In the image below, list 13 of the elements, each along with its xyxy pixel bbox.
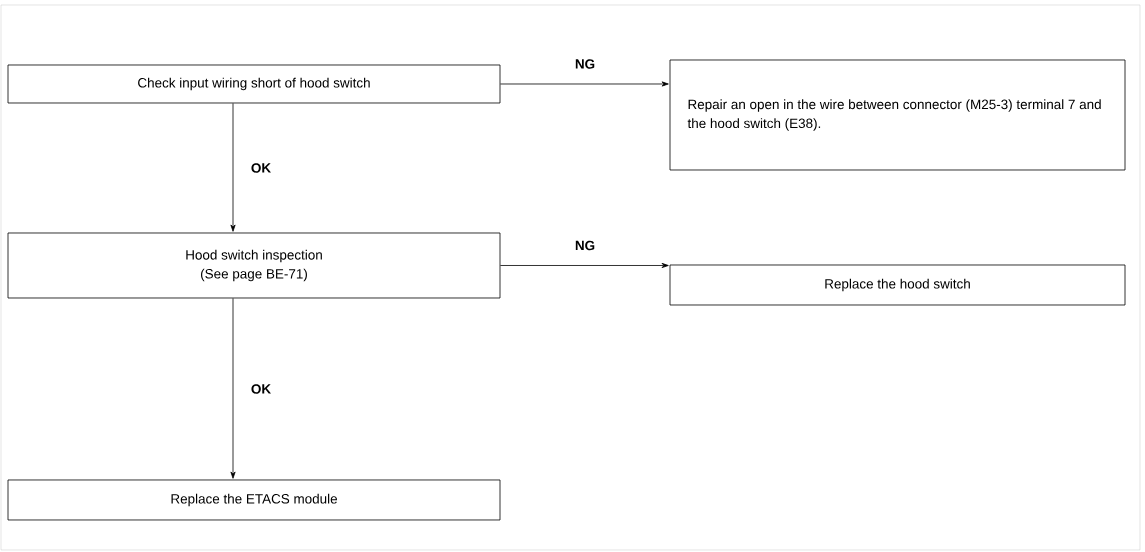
- arrow: [500, 262, 669, 268]
- edge-label: NG: [573, 58, 597, 70]
- edge-label: OK: [249, 383, 273, 395]
- process-box: Replace the hood switch: [669, 264, 1126, 306]
- arrow: [230, 298, 236, 479]
- edge-label: NG: [573, 239, 597, 252]
- process-box: Check input wiring short of hood switch: [7, 64, 501, 104]
- edge-label: OK: [249, 162, 273, 174]
- arrow: [500, 81, 669, 87]
- arrow: [230, 103, 236, 232]
- process-box: Replace the ETACS module: [7, 479, 501, 521]
- process-box: Hood switch inspection (See page BE-71): [7, 232, 501, 299]
- process-box: Repair an open in the wire between connector (M25-3) terminal 7 and the hood switch (E38).: [669, 59, 1126, 171]
